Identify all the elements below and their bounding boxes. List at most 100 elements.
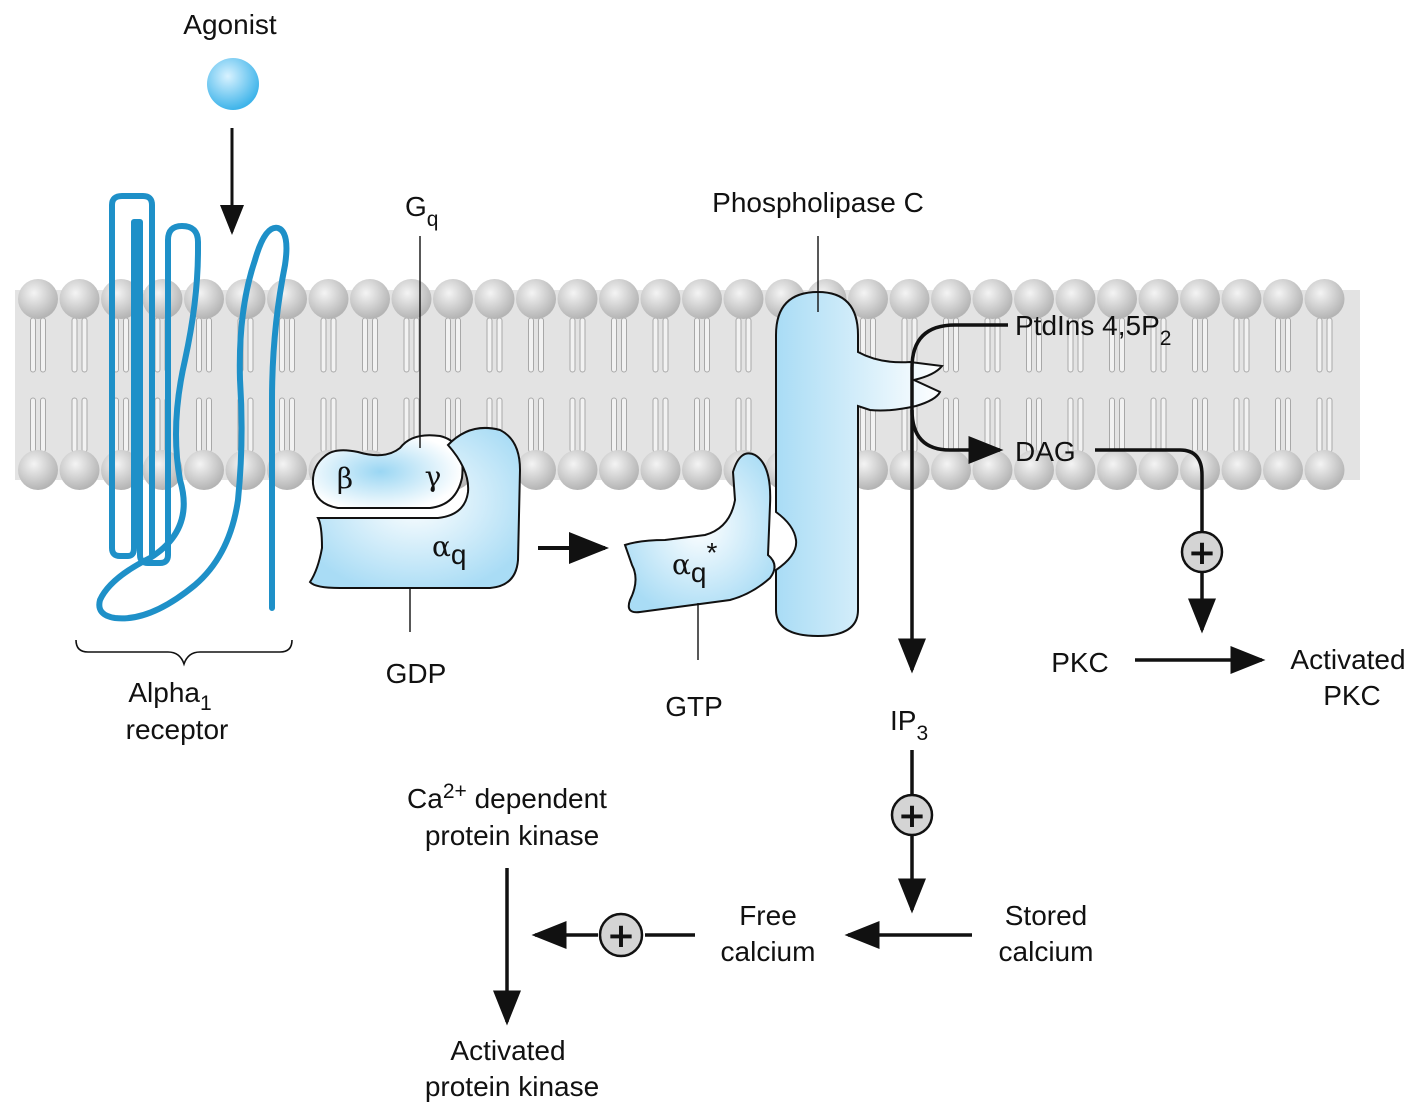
lipid-head	[931, 279, 971, 319]
lipid-tail	[372, 317, 378, 373]
lipid-tail	[1316, 397, 1323, 453]
gtp-label: GTP	[665, 691, 723, 722]
lipid-tail	[279, 317, 285, 373]
lipid-head	[18, 450, 58, 490]
lipid-head	[1055, 279, 1096, 319]
lipid-head	[184, 279, 224, 319]
lipid-tail	[320, 397, 327, 453]
dag-to-pkc-line	[1095, 448, 1204, 532]
lipid-tail	[413, 317, 420, 373]
lipid-tail	[1233, 317, 1240, 373]
stored-calcium-label-line2: calcium	[999, 936, 1094, 967]
alpha1-label: Alpha1	[128, 677, 211, 715]
lipid-tail	[154, 317, 161, 373]
lipid-tail	[579, 397, 586, 453]
lipid-head	[18, 279, 58, 319]
lipid-tail	[1285, 397, 1291, 453]
lipid-head	[1014, 279, 1054, 319]
beta-label: β	[337, 462, 353, 495]
gdp-label: GDP	[386, 658, 447, 689]
lipid-tail	[496, 317, 503, 373]
lipid-tail	[1326, 317, 1333, 373]
lipid-tail	[528, 397, 534, 453]
lipid-head	[225, 450, 266, 490]
lipid-tail	[289, 317, 295, 373]
lipid-head	[682, 279, 722, 319]
lipid-tail	[984, 397, 991, 453]
receptor-brace	[75, 639, 293, 667]
lipid-head	[433, 279, 473, 319]
lipid-head	[889, 450, 930, 490]
lipid-head	[723, 279, 764, 319]
g-alpha-q-activated-subunit	[623, 452, 776, 614]
receptor-label: receptor	[126, 714, 229, 745]
stored-calcium-label-line1: Stored	[1005, 900, 1088, 931]
lipid-tail	[621, 317, 627, 373]
lipid-head	[1014, 450, 1054, 490]
lipid-tail	[247, 317, 254, 373]
lipid-tail	[30, 397, 36, 453]
lipid-tail	[611, 397, 617, 453]
lipid-head	[972, 450, 1013, 490]
lipid-head	[682, 450, 722, 490]
lipid-tail	[953, 397, 959, 453]
lipid-tail	[289, 397, 295, 453]
lipid-tail	[1192, 317, 1198, 373]
lipid-head	[599, 279, 639, 319]
ca-kinase-label-line1: Ca2+ dependent	[407, 780, 607, 814]
lipid-head	[1138, 450, 1179, 490]
lipid-tail	[455, 317, 461, 373]
lipid-tail	[704, 317, 710, 373]
lipid-tail	[943, 397, 949, 453]
lipid-tail	[330, 317, 337, 373]
plus-symbol-calcium: +	[598, 912, 644, 958]
lipid-head	[308, 279, 349, 319]
lipid-head	[267, 450, 307, 490]
lipid-head	[599, 450, 639, 490]
lipid-head	[59, 450, 100, 490]
lipid-head	[1138, 279, 1179, 319]
lipid-tail	[1077, 397, 1084, 453]
lipid-tail	[1109, 397, 1115, 453]
lipid-head	[557, 279, 598, 319]
lipid-head	[516, 450, 556, 490]
lipid-tail	[71, 397, 78, 453]
lipid-tail	[1192, 397, 1198, 453]
lipid-tail	[486, 317, 493, 373]
lipid-tail	[123, 317, 129, 373]
lipid-tail	[694, 317, 700, 373]
lipid-tail	[1202, 397, 1208, 453]
phospholipase-c-label: Phospholipase C	[712, 187, 924, 218]
free-calcium-label-line2: calcium	[721, 936, 816, 967]
lipid-head	[1263, 279, 1303, 319]
alpha-q-star-label: αq*	[672, 537, 718, 588]
lipid-head	[1055, 450, 1096, 490]
gamma-label: γ	[425, 460, 442, 493]
lipid-tail	[1233, 397, 1240, 453]
svg-text:+: +	[898, 796, 927, 836]
lipid-head	[1304, 279, 1345, 319]
lipid-tail	[1326, 397, 1333, 453]
lipid-tail	[538, 317, 544, 373]
lipid-tail	[538, 397, 544, 453]
alpha-q-label: αq	[432, 530, 467, 570]
lipid-tail	[372, 397, 378, 453]
gq-label: Gq	[405, 191, 438, 231]
lipid-tail	[1243, 317, 1250, 373]
lipid-head	[142, 279, 183, 319]
lipid-head	[1221, 279, 1262, 319]
lipid-tail	[154, 397, 161, 453]
lipid-head	[350, 279, 390, 319]
lipid-tail	[1316, 317, 1323, 373]
lipid-tail	[652, 397, 659, 453]
lipid-tail	[569, 317, 576, 373]
lipid-head	[1304, 450, 1345, 490]
lipid-head	[1180, 279, 1220, 319]
alpha1-receptor-shape	[96, 193, 290, 622]
lipid-tail	[745, 317, 752, 373]
plus-symbol-ip3: +	[890, 793, 934, 837]
lipid-head	[1097, 279, 1137, 319]
lipid-tail	[735, 397, 742, 453]
lipid-tail	[362, 397, 368, 453]
